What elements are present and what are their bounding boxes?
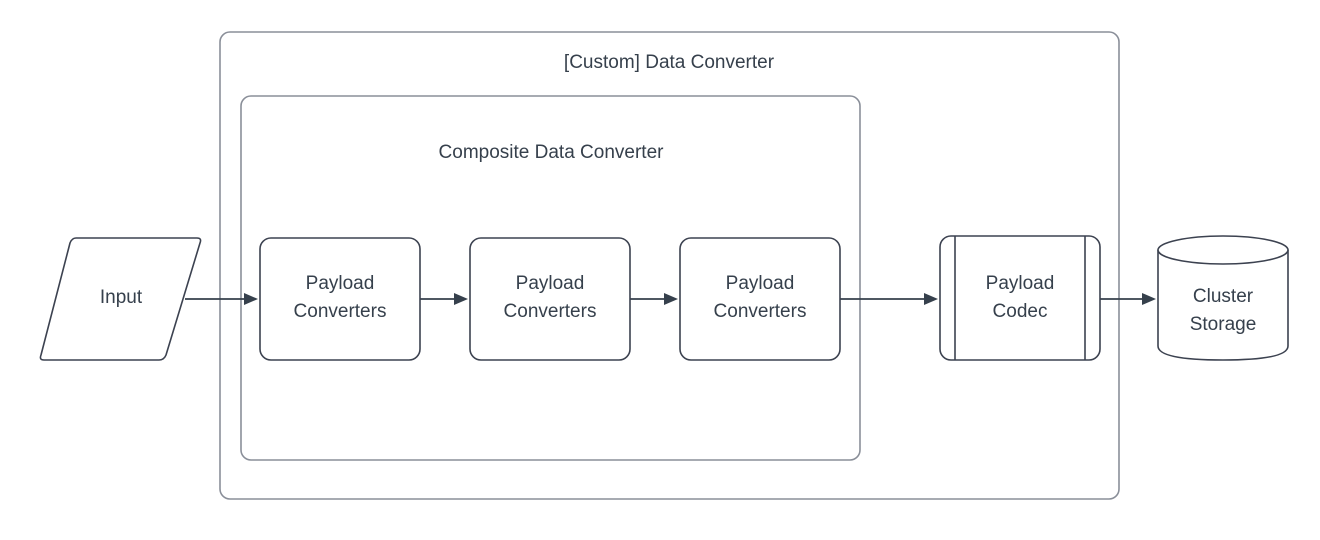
payload-converters-1-label-line1: Payload: [306, 273, 375, 294]
edge-pc1-to-pc2-arrowhead: [454, 293, 468, 305]
node-cluster-storage[interactable]: Cluster Storage: [1157, 235, 1289, 361]
cluster-storage-body: [1157, 249, 1289, 361]
cluster-storage-label-line2: Storage: [1190, 314, 1257, 335]
payload-converters-3-label-line1: Payload: [726, 273, 795, 294]
node-payload-codec[interactable]: Payload Codec: [939, 235, 1101, 361]
node-input[interactable]: Input: [39, 237, 202, 361]
edge-pc2-to-pc3: [630, 293, 678, 305]
edge-pc3-to-codec: [840, 293, 938, 305]
edge-codec-to-storage-arrowhead: [1142, 293, 1156, 305]
input-label: Input: [100, 287, 143, 308]
payload-codec-label-line1: Payload: [986, 273, 1055, 294]
edge-codec-to-storage: [1100, 293, 1156, 305]
cluster-storage-top-ellipse: [1157, 235, 1289, 265]
edge-pc3-to-codec-arrowhead: [924, 293, 938, 305]
node-payload-converters-1[interactable]: Payload Converters: [259, 237, 421, 361]
payload-codec-shape: [939, 235, 1101, 361]
node-payload-converters-3[interactable]: Payload Converters: [679, 237, 841, 361]
payload-converters-1-label-line2: Converters: [294, 301, 387, 322]
payload-converters-1-shape: [259, 237, 421, 361]
node-payload-converters-2[interactable]: Payload Converters: [469, 237, 631, 361]
composite-data-converter-label: Composite Data Converter: [439, 142, 665, 163]
edge-pc1-to-pc2: [420, 293, 468, 305]
custom-data-converter-label: [Custom] Data Converter: [564, 52, 775, 73]
container-custom-data-converter[interactable]: [Custom] Data Converter: [219, 31, 1120, 500]
edge-input-to-pc1: [185, 293, 258, 305]
payload-converters-2-label-line2: Converters: [504, 301, 597, 322]
edge-input-to-pc1-arrowhead: [244, 293, 258, 305]
payload-converters-2-shape: [469, 237, 631, 361]
payload-converters-2-label-line1: Payload: [516, 273, 585, 294]
composite-data-converter-border: [240, 95, 861, 461]
payload-converters-3-shape: [679, 237, 841, 361]
custom-data-converter-border: [219, 31, 1120, 500]
payload-converters-3-label-line2: Converters: [714, 301, 807, 322]
edge-pc2-to-pc3-arrowhead: [664, 293, 678, 305]
input-shape: [39, 237, 202, 361]
cluster-storage-label-line1: Cluster: [1193, 286, 1254, 307]
container-composite-data-converter[interactable]: Composite Data Converter: [240, 95, 861, 461]
payload-codec-label-line2: Codec: [993, 301, 1048, 322]
